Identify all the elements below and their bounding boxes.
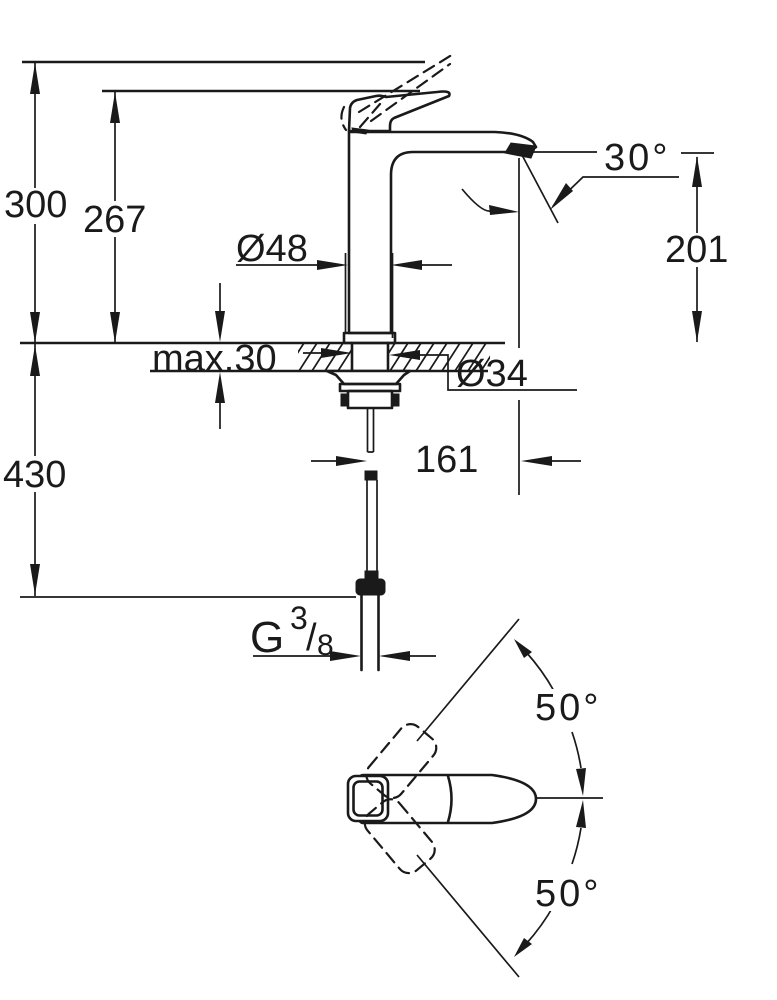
base-plate [342, 331, 397, 345]
supply-tube [366, 480, 378, 571]
dim-body-diameter-label: Ø48 [236, 228, 308, 270]
swivel-angle-up: 50° [514, 639, 604, 796]
dim-hole-diameter-arrows [321, 348, 420, 360]
lever-base-shadow [351, 127, 369, 135]
rod-coupler [364, 470, 378, 481]
swivel-limit-lines [416, 618, 520, 978]
dim-hole-diameter-leader [303, 352, 577, 391]
dim-body-diameter-arrows [317, 260, 422, 270]
dim-spout-reach: 161 [311, 158, 581, 495]
dim-max-deck-label: max.30 [152, 338, 277, 380]
dim-body-diameter-lines [236, 253, 452, 338]
lever-raised-position-dashed [340, 51, 457, 132]
dim-lever-height-arrows [110, 92, 120, 343]
dim-overall-height-halo [2, 188, 72, 224]
handle-rotated-down-dashed [363, 798, 436, 875]
dim-thread-label: G 3 / 8 [250, 600, 334, 662]
dim-overall-height-label: 300 [4, 184, 67, 226]
faucet-body [342, 130, 538, 373]
pull-rod [366, 408, 375, 453]
spout-angle-callout: 30° [461, 137, 679, 224]
lever-handle-outline [347, 90, 451, 133]
dim-supply-length-arrows [30, 345, 40, 595]
dim-spout-reach-label: 161 [415, 439, 478, 481]
dim-outlet-height: 201 [663, 152, 733, 342]
connection-hose [360, 593, 380, 672]
nut-tab-right [391, 393, 400, 407]
dim-lever-height: 267 [81, 92, 153, 343]
aerator-outlet [504, 142, 537, 159]
dim-supply-length-label: 430 [3, 454, 66, 496]
thread-nut [355, 578, 386, 596]
mounting-hardware [325, 369, 412, 672]
handle-swivel-view: 50° 50° [346, 618, 604, 978]
dim-supply-length: 430 [1, 344, 72, 596]
spout-angle-lines [461, 151, 679, 224]
handle-divider-line [446, 774, 453, 824]
dim-spout-reach-lines [311, 158, 581, 495]
swivel-angle-down: 50° [514, 800, 604, 957]
swivel-up-label: 50° [535, 687, 601, 729]
swivel-down-label: 50° [535, 873, 601, 915]
dim-lever-height-halo [81, 201, 153, 237]
dim-overall-height: 300 [2, 63, 72, 343]
mounting-shank [350, 341, 390, 373]
dim-outlet-height-label: 201 [665, 229, 728, 271]
dim-hole-diameter: Ø34 [303, 348, 577, 395]
front-view: 300 267 Ø48 max.30 Ø34 [1, 51, 733, 672]
spout-angle-arrows [489, 183, 573, 215]
handle-rotated-up-dashed [365, 723, 438, 800]
swivel-down-halo [532, 875, 604, 911]
dim-thread-arrows [330, 651, 410, 661]
handle-top-view [346, 723, 538, 875]
dim-hole-diameter-label: Ø34 [456, 353, 528, 395]
dim-thread-size: G 3 / 8 [250, 600, 436, 662]
spout-angle-label: 30° [604, 137, 670, 179]
dim-overall-height-arrows [30, 63, 40, 343]
mounting-nut [346, 389, 394, 410]
dim-supply-length-halo [1, 456, 72, 492]
faucet-body-outline [347, 130, 538, 335]
nut-tab-left [340, 393, 349, 407]
lever-handle-front [340, 51, 457, 135]
dim-max-deck-thickness: max.30 [152, 283, 277, 429]
dim-body-diameter: Ø48 [236, 228, 452, 338]
cone-washer [325, 369, 412, 386]
dim-lever-height-label: 267 [83, 199, 146, 241]
dim-outlet-height-halo [663, 233, 733, 267]
swivel-up-halo [532, 689, 604, 725]
dim-max-deck-arrows [215, 311, 225, 403]
